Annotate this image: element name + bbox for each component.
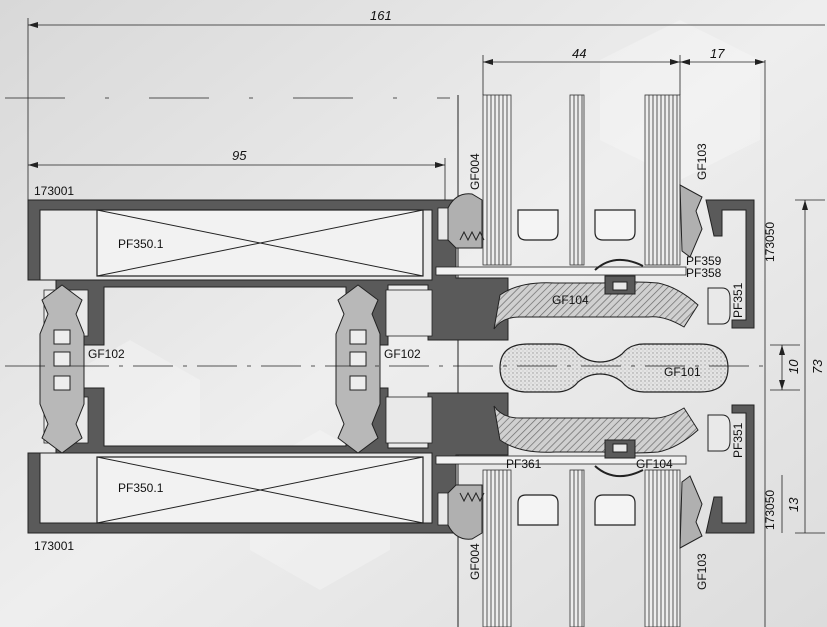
label-insert-top: PF350.1 <box>118 237 164 251</box>
clips-pf351 <box>707 287 731 452</box>
label-clip-top: PF351 <box>731 282 745 318</box>
label-spacer-top-2: PF358 <box>686 266 722 280</box>
label-insert-bottom: PF350.1 <box>118 481 164 495</box>
label-spacer-bottom: PF361 <box>506 457 542 471</box>
gasket-gf104-top <box>493 259 699 330</box>
dim-glazing-bead: 17 <box>710 46 725 61</box>
label-bead-top: 173050 <box>763 222 777 262</box>
label-profile-top: 173001 <box>34 184 74 198</box>
label-gasket-top-left: GF004 <box>468 153 482 190</box>
label-profile-bottom: 173001 <box>34 539 74 553</box>
label-connector-right: GF102 <box>384 347 421 361</box>
connector-left <box>39 284 85 454</box>
connector-right <box>335 284 381 454</box>
dim-joint-gap: 10 <box>786 359 801 374</box>
label-gasket-top-right: GF103 <box>695 143 709 180</box>
label-connector-left: GF102 <box>88 347 125 361</box>
glass-spacer-blocks <box>517 209 636 526</box>
label-bead-bottom: 173050 <box>763 490 777 530</box>
label-gasket-center-top: GF104 <box>552 293 589 307</box>
label-gasket-bottom-right: GF103 <box>695 553 709 590</box>
glass-unit-right <box>644 94 681 627</box>
spacer-pf361 <box>435 455 687 465</box>
glass-unit-left <box>482 94 512 627</box>
dim-height-total: 73 <box>810 359 825 374</box>
dim-overall-width: 161 <box>370 8 392 23</box>
label-center-seal: GF101 <box>664 365 701 379</box>
dim-frame-depth: 95 <box>232 148 247 163</box>
label-gasket-bottom-left: GF004 <box>468 543 482 580</box>
dimension-lines <box>27 18 825 534</box>
label-clip-bottom: PF351 <box>731 422 745 458</box>
gasket-gf004-top <box>447 193 485 249</box>
label-spacer-top: PF359 <box>686 254 722 268</box>
bead-bottom <box>705 404 755 534</box>
glass-unit-middle <box>569 94 585 627</box>
gasket-gf103-top <box>679 184 703 258</box>
gasket-gf104-bottom <box>493 405 699 477</box>
dimension-arrows <box>28 22 808 390</box>
spacer-pf359 <box>435 266 687 276</box>
bead-top <box>705 199 755 329</box>
center-seal-gf101 <box>499 343 729 393</box>
dim-glass-thickness: 44 <box>572 46 586 61</box>
gasket-gf103-bottom <box>679 475 703 549</box>
label-gasket-center-bottom: GF104 <box>636 457 673 471</box>
gasket-gf004-bottom <box>447 484 485 540</box>
dim-edge-offset: 13 <box>786 497 801 512</box>
